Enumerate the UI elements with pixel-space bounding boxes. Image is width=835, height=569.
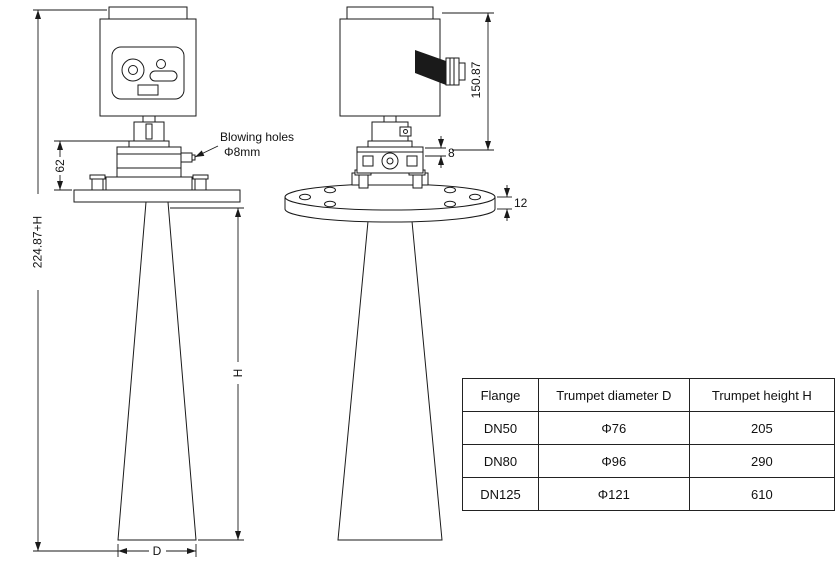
neck bbox=[133, 121, 165, 142]
dim-150-label: 150.87 bbox=[469, 61, 483, 98]
dim-8-label: 8 bbox=[448, 146, 455, 160]
bolt-hole bbox=[444, 186, 456, 194]
housing-lid-side bbox=[346, 6, 434, 20]
antenna-feed-side bbox=[383, 115, 397, 123]
flange-side bbox=[284, 183, 496, 223]
bolt-hole bbox=[324, 200, 336, 208]
side-view bbox=[284, 6, 496, 541]
bolt-hole bbox=[324, 186, 336, 194]
blowing-holes-label: Blowing holes bbox=[220, 130, 294, 144]
dim-62-label: 62 bbox=[53, 159, 67, 173]
display-window bbox=[111, 46, 185, 100]
table-cell: Φ96 bbox=[537, 444, 690, 478]
table-cell: 610 bbox=[688, 477, 835, 511]
front-view bbox=[73, 6, 241, 541]
table-cell: Φ121 bbox=[537, 477, 690, 511]
cable-gland-icon bbox=[415, 50, 466, 86]
grounding-screw bbox=[399, 126, 412, 137]
table-cell: DN80 bbox=[462, 444, 539, 478]
dim-h-label: H bbox=[231, 369, 245, 378]
table-header-row: Flange Trumpet diameter D Trumpet height… bbox=[462, 378, 835, 412]
horn-antenna-front bbox=[117, 201, 197, 541]
table-row-dn50: DN50 Φ76 205 bbox=[462, 411, 835, 445]
housing-body bbox=[99, 18, 197, 117]
process-connection bbox=[116, 146, 196, 178]
table-row-dn80: DN80 Φ96 290 bbox=[462, 444, 835, 478]
dim-12-label: 12 bbox=[514, 196, 528, 210]
header-flange: Flange bbox=[462, 378, 539, 412]
dim-overall-label: 224.87+H bbox=[31, 216, 45, 268]
blowing-hole-fitting bbox=[180, 152, 193, 163]
flange-front bbox=[73, 189, 241, 203]
bolt-hole bbox=[444, 200, 456, 208]
table-cell: 205 bbox=[688, 411, 835, 445]
header-trumpet-diameter: Trumpet diameter D bbox=[537, 378, 690, 412]
table-row-dn125: DN125 Φ121 610 bbox=[462, 477, 835, 511]
table-cell: 290 bbox=[688, 444, 835, 478]
leader-line bbox=[194, 145, 219, 158]
blowing-holes-size-label: Φ8mm bbox=[224, 145, 260, 159]
table-cell: Φ76 bbox=[537, 411, 690, 445]
adapter-plate bbox=[105, 176, 193, 191]
process-connection-side bbox=[356, 146, 424, 174]
bolt-hole bbox=[469, 193, 481, 201]
table-cell: DN50 bbox=[462, 411, 539, 445]
horn-antenna-side bbox=[337, 199, 443, 541]
neck-collar-side bbox=[367, 140, 413, 148]
dim-d-label: D bbox=[153, 544, 162, 558]
housing-lid bbox=[108, 6, 188, 20]
bolt-hole bbox=[299, 193, 311, 201]
table-cell: DN125 bbox=[462, 477, 539, 511]
spec-table: Flange Trumpet diameter D Trumpet height… bbox=[462, 378, 835, 511]
antenna-feed bbox=[142, 115, 156, 123]
side-view-dimensions: 150.87 8 12 bbox=[425, 12, 528, 221]
neck-collar bbox=[128, 140, 170, 148]
header-trumpet-height: Trumpet height H bbox=[688, 378, 835, 412]
front-view-dimensions: 224.87+H 62 Blowing holes Φ8mm H D bbox=[31, 9, 294, 558]
